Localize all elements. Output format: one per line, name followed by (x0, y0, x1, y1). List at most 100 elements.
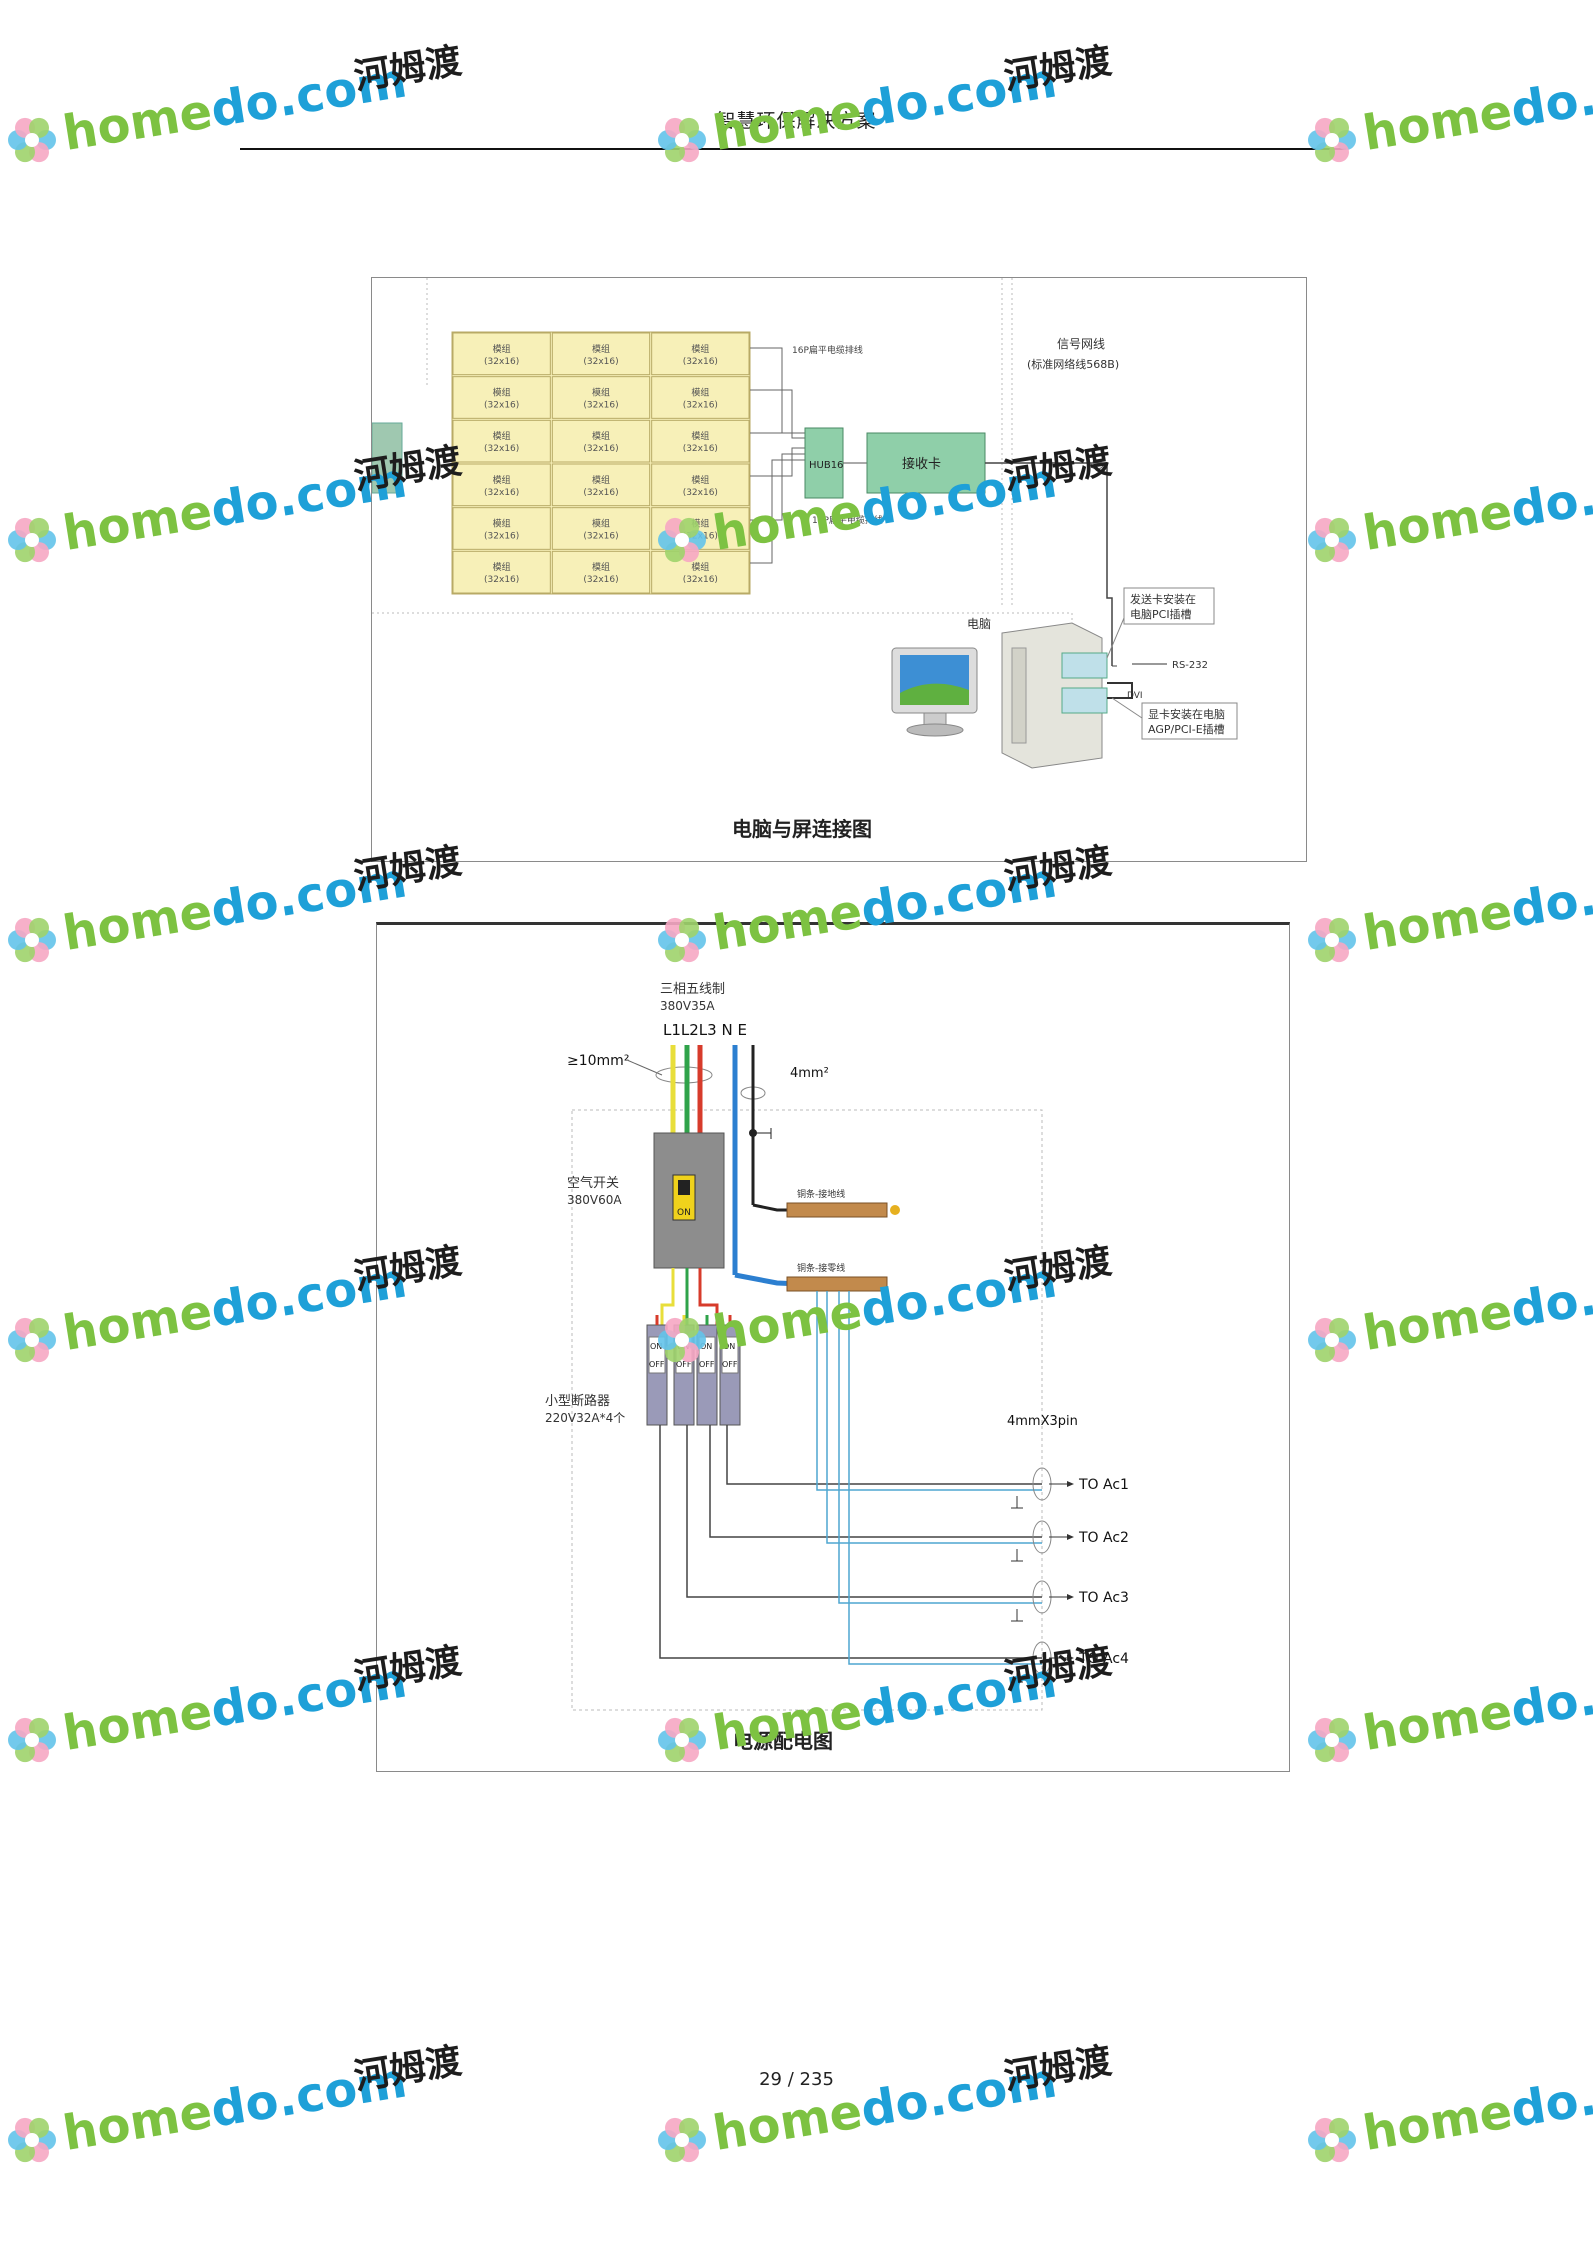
header-divider (240, 148, 1346, 150)
module-cell-label: 模组 (691, 387, 709, 399)
flower-logo-icon (1308, 2117, 1356, 2163)
module-cell-size: (32x16) (583, 444, 618, 454)
module-cell-label: 模组 (691, 474, 709, 486)
neutral-bar-label: 铜条-接零线 (797, 1262, 845, 1274)
module-cell (651, 332, 750, 376)
page-number: 29 / 235 (0, 2069, 1593, 2090)
signal-line-standard: (标准网络线568B) (1027, 357, 1119, 371)
mini-breaker-off: OFF (676, 1360, 692, 1369)
module-cell-label: 模组 (691, 430, 709, 442)
watermark-text: homedo.com (1359, 1652, 1593, 1762)
flower-logo-icon (8, 2117, 56, 2163)
ground-bar (786, 1202, 888, 1218)
module-cell-label: 模组 (691, 561, 709, 573)
neutral-bar (786, 1276, 888, 1292)
system-rating: 380V35A (660, 999, 715, 1013)
output-label: TO Ac1 (1078, 1477, 1129, 1493)
module-cell-label: 模组 (493, 343, 511, 355)
watermark-cn-text: 河姆渡 (351, 40, 465, 99)
computer-label: 电脑 (967, 617, 991, 631)
phase-labels: L1L2L3 N E (663, 1021, 747, 1039)
module-cell (452, 507, 551, 550)
module-grid (451, 331, 751, 595)
figure-power-distribution: 三相五线制 380V35A L1L2L3 N E ≥10mm² 4mm² ON … (376, 922, 1290, 1772)
figure1-caption: 电脑与屏连接图 (732, 817, 872, 841)
page-separator: / (787, 2069, 794, 2090)
module-cell-size: (32x16) (683, 357, 718, 367)
cable-size-ground: 4mm² (790, 1066, 829, 1081)
output-label: TO Ac2 (1078, 1530, 1129, 1546)
module-cell-size: (32x16) (484, 575, 519, 585)
module-cell-size: (32x16) (683, 575, 718, 585)
page-header-title: 智慧环保解决方案 (716, 110, 877, 132)
module-cell-size: (32x16) (583, 357, 618, 367)
module-cell (551, 419, 651, 463)
signal-line-label: 信号网线 (1057, 337, 1105, 351)
mini-breaker-on: ON (723, 1342, 735, 1351)
module-cell-size: (32x16) (683, 444, 718, 454)
ribbon-label-bottom: 16P扁平电缆排线 (812, 514, 883, 526)
module-cell-size: (32x16) (683, 401, 718, 411)
watermark-text: homedo.com (1359, 1252, 1593, 1362)
flower-logo-icon (658, 2117, 706, 2163)
ground-bar-label: 铜条-接地线 (797, 1188, 845, 1200)
flower-logo-icon (658, 117, 706, 163)
gpu-card-note-line1: 显卡安装在电脑 (1148, 707, 1225, 721)
hub-label: HUB16 (809, 460, 843, 471)
air-switch-on: ON (677, 1208, 691, 1218)
mini-breaker-on: ON (700, 1342, 712, 1351)
module-cell-size: (32x16) (484, 401, 519, 411)
watermark-text: homedo.com (1359, 852, 1593, 962)
module-cell-label: 模组 (493, 430, 511, 442)
module-cell-label: 模组 (493, 474, 511, 486)
module-cell-label: 模组 (493, 387, 511, 399)
connection-diagram: 模组 (32x16) 模组 (32x16) 模组 (32x16) 模组 (32x16) 模组 (3… (372, 278, 1238, 769)
module-cell-size: (32x16) (583, 488, 618, 498)
module-cell-size: (32x16) (484, 444, 519, 454)
module-cell-size: (32x16) (583, 532, 618, 542)
flower-logo-icon (658, 917, 706, 963)
cable-size-main: ≥10mm² (567, 1053, 629, 1069)
output-label: TO Ac3 (1078, 1590, 1129, 1606)
module-cell (452, 419, 551, 463)
module-cell (551, 376, 651, 419)
hub-box (804, 427, 844, 499)
flower-logo-icon (8, 517, 56, 563)
module-cell (452, 376, 551, 419)
module-cell-label: 模组 (493, 561, 511, 573)
side-panel (372, 422, 403, 494)
module-cell (551, 332, 651, 376)
module-cell-label: 模组 (592, 387, 610, 399)
module-cell (551, 463, 651, 507)
flower-logo-icon (8, 1717, 56, 1763)
gpu-card-note-line2: AGP/PCI-E插槽 (1148, 722, 1225, 736)
page-total: 235 (799, 2069, 834, 2090)
ribbon-label-top: 16P扁平电缆排线 (792, 344, 863, 356)
flower-logo-icon (8, 117, 56, 163)
gpu-card-note (1141, 702, 1238, 740)
module-cell (651, 419, 750, 463)
air-switch-label: 空气开关 (567, 1175, 619, 1191)
mini-breaker-off: OFF (699, 1360, 715, 1369)
module-cell (452, 332, 551, 376)
module-cell-size: (32x16) (583, 401, 618, 411)
module-cell-label: 模组 (592, 561, 610, 573)
flower-logo-icon (1308, 1717, 1356, 1763)
rs232-label: RS-232 (1172, 660, 1208, 671)
flower-logo-icon (8, 1317, 56, 1363)
receiver-label: 接收卡 (902, 456, 941, 472)
module-cell-size: (32x16) (583, 575, 618, 585)
send-card-note (1123, 587, 1215, 625)
air-switch-rating: 380V60A (567, 1193, 622, 1207)
figure-computer-screen-connection: 模组 (32x16) 模组 (32x16) 模组 (32x16) 模组 (32x16) 模组 (3… (371, 277, 1307, 862)
watermark-cn-text: 河姆渡 (351, 840, 465, 899)
mini-breaker-on: ON (650, 1342, 662, 1351)
flower-logo-icon (1308, 117, 1356, 163)
module-cell (452, 463, 551, 507)
dvi-label: DVI (1127, 691, 1143, 701)
module-cell-size: (32x16) (484, 488, 519, 498)
flower-logo-icon (8, 917, 56, 963)
system-label: 三相五线制 (660, 982, 725, 997)
watermark-text: homedo.com (1359, 452, 1593, 562)
watermark-cn-text: 河姆渡 (1001, 40, 1115, 99)
